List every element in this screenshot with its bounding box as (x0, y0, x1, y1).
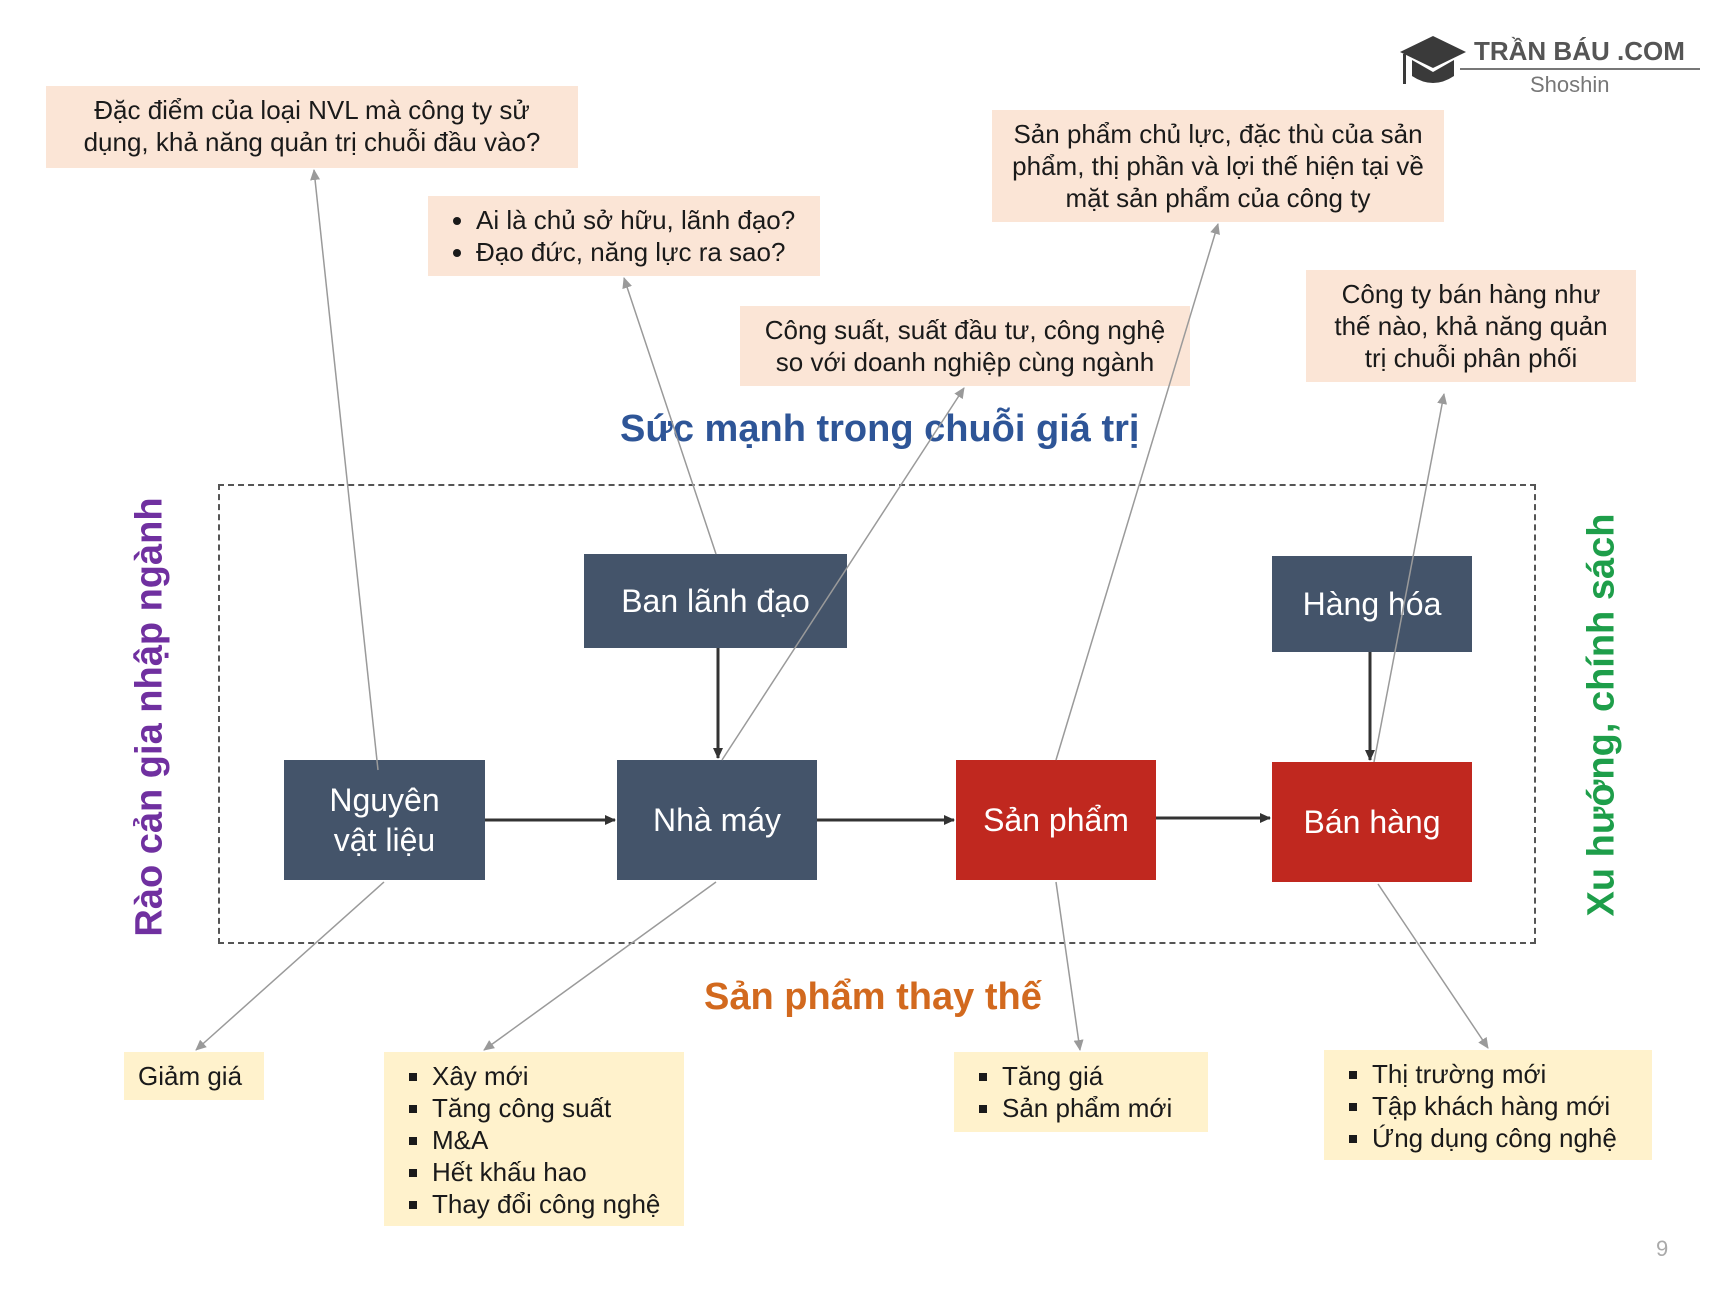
note-raw-material-question: Đặc điểm của loại NVL mà công ty sử dụng… (46, 86, 578, 168)
pointer-raw-to-bottom (195, 881, 385, 1051)
value-chain-frame (218, 484, 1536, 944)
note-raw-material-action: Giảm giá (124, 1052, 264, 1100)
pointer-raw-to-note (310, 169, 379, 771)
pointer-sales-to-bottom (1377, 883, 1489, 1049)
page-number: 9 (1656, 1236, 1669, 1261)
list-item: Thay đổi công nghệ (432, 1188, 670, 1220)
logo-divider (1460, 68, 1700, 70)
pointer-sales-to-note (1373, 393, 1448, 763)
pointer-management-to-note (622, 277, 717, 555)
list-item: Đạo đức, năng lực ra sao? (476, 236, 806, 268)
title-substitutes: Sản phẩm thay thế (704, 976, 1042, 1018)
graduation-cap-icon (1400, 36, 1466, 84)
list-item: M&A (432, 1124, 670, 1156)
list-item: Ứng dụng công nghệ (1372, 1122, 1638, 1154)
note-sales-actions: Thị trường mới Tập khách hàng mới Ứng dụ… (1324, 1050, 1652, 1160)
logo-brand: TRẦN BÁU .COM (1474, 36, 1685, 66)
note-management-questions: Ai là chủ sở hữu, lãnh đạo? Đạo đức, năn… (428, 196, 820, 276)
note-product-actions: Tăng giá Sản phẩm mới (954, 1052, 1208, 1132)
pointer-product-to-bottom (1055, 881, 1084, 1051)
list-item: Xây mới (432, 1060, 670, 1092)
pointer-factory-to-note (721, 387, 965, 761)
node-management: Ban lãnh đạo (584, 554, 847, 648)
note-product-question: Sản phẩm chủ lực, đặc thù của sản phẩm, … (992, 110, 1444, 222)
list-item: Tập khách hàng mới (1372, 1090, 1638, 1122)
node-raw-material: Nguyên vật liệu (284, 760, 485, 880)
list-item: Thị trường mới (1372, 1058, 1638, 1090)
node-product: Sản phẩm (956, 760, 1156, 880)
logo-subtitle: Shoshin (1530, 72, 1610, 97)
list-item: Ai là chủ sở hữu, lãnh đạo? (476, 204, 806, 236)
pointer-factory-to-bottom (483, 881, 717, 1051)
node-factory: Nhà máy (617, 760, 817, 880)
list-item: Sản phẩm mới (1002, 1092, 1194, 1124)
node-goods: Hàng hóa (1272, 556, 1472, 652)
node-sales: Bán hàng (1272, 762, 1472, 882)
list-item: Hết khấu hao (432, 1156, 670, 1188)
list-item: Tăng giá (1002, 1060, 1194, 1092)
note-factory-actions: Xây mới Tăng công suất M&A Hết khấu hao … (384, 1052, 684, 1226)
note-factory-question: Công suất, suất đầu tư, công nghệ so với… (740, 306, 1190, 386)
pointer-product-to-note (1055, 223, 1220, 761)
list-item: Tăng công suất (432, 1092, 670, 1124)
note-sales-question: Công ty bán hàng như thế nào, khả năng q… (1306, 270, 1636, 382)
logo: TRẦN BÁU .COM Shoshin (1398, 32, 1703, 98)
title-value-chain: Sức mạnh trong chuỗi giá trị (620, 408, 1140, 450)
